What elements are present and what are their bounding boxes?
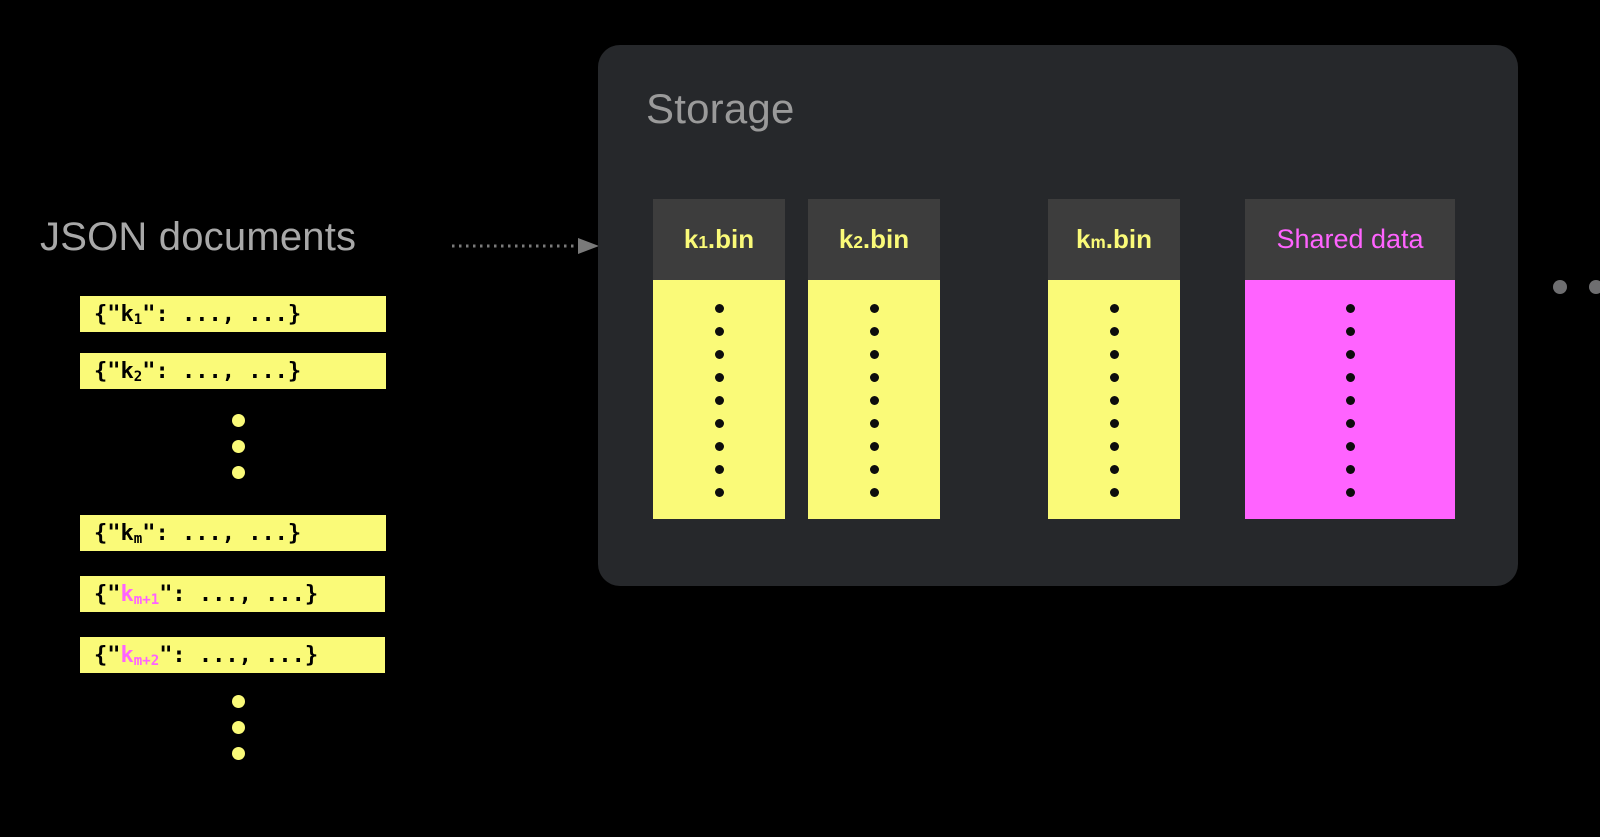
bin-record-dot — [1345, 396, 1355, 405]
bin-record-dot — [1345, 442, 1355, 451]
bin-body — [808, 280, 940, 519]
bin-body — [1245, 280, 1455, 519]
ellipsis-dot — [232, 695, 245, 708]
ellipsis-dot — [232, 466, 245, 479]
bins-ellipsis — [1553, 280, 1600, 294]
json-documents-title: JSON documents — [40, 215, 357, 259]
doc-key-subscript: m+1 — [133, 591, 160, 608]
bin-record-dot — [1345, 373, 1355, 382]
doc-key: k2 — [120, 358, 143, 385]
bin-record-dot — [1109, 488, 1119, 497]
bin-record-dot — [714, 373, 724, 382]
dotted-flow-arrow — [452, 238, 599, 254]
bin-label-subscript: 1 — [698, 232, 708, 253]
bin-record-dot — [714, 396, 724, 405]
bin-record-dot — [714, 419, 724, 428]
bin-record-dot — [714, 327, 724, 336]
ellipsis-dot — [232, 414, 245, 427]
bin-record-dot — [1109, 465, 1119, 474]
doc-key-subscript: m+2 — [133, 652, 160, 669]
bin-record-dot — [869, 373, 879, 382]
bin-record-dot — [1345, 465, 1355, 474]
bin-label-subscript: m — [1090, 232, 1106, 253]
doc-open-brace: {" — [94, 301, 121, 327]
ellipsis-dot — [232, 440, 245, 453]
ellipsis-dot — [232, 747, 245, 760]
bin-record-dot — [714, 465, 724, 474]
bin-record-dot — [1345, 350, 1355, 359]
doc-key-subscript: m — [133, 530, 143, 547]
doc-open-brace: {" — [94, 581, 121, 607]
bin-body — [1048, 280, 1180, 519]
doc-key-subscript: 2 — [133, 368, 143, 385]
doc-key: km+1 — [120, 581, 160, 608]
doc-key-subscript: 1 — [133, 311, 143, 328]
bin-record-dot — [869, 442, 879, 451]
bin-record-dot — [714, 304, 724, 313]
json-documents-section: JSON documents {"k1": ..., ...}{"k2": ..… — [0, 0, 600, 837]
bin-record-dot — [1109, 350, 1119, 359]
json-documents-vertical-ellipsis — [232, 695, 245, 760]
bins-ellipsis-dot — [1589, 280, 1600, 294]
doc-value-ellipsis: ": ..., ...} — [142, 358, 302, 384]
doc-value-ellipsis: ": ..., ...} — [142, 520, 302, 546]
json-documents-vertical-ellipsis — [232, 414, 245, 479]
bin-record-dot — [714, 442, 724, 451]
ellipsis-dot — [232, 721, 245, 734]
bin-record-dot — [869, 419, 879, 428]
doc-value-ellipsis: ": ..., ...} — [159, 581, 319, 607]
bin-record-dot — [714, 350, 724, 359]
bin-record-dot — [1109, 396, 1119, 405]
bin-record-dot — [1109, 419, 1119, 428]
bin-record-dot — [1345, 419, 1355, 428]
bin-record-dot — [1345, 327, 1355, 336]
json-document-row: {"km+2": ..., ...} — [80, 637, 385, 673]
bin-record-dot — [1345, 304, 1355, 313]
bin-record-dot — [1109, 327, 1119, 336]
storage-title: Storage — [646, 85, 795, 132]
bin-record-dot — [714, 488, 724, 497]
json-document-row: {"k1": ..., ...} — [80, 296, 386, 332]
doc-open-brace: {" — [94, 358, 121, 384]
bins-ellipsis-dot — [1553, 280, 1567, 294]
doc-open-brace: {" — [94, 642, 121, 668]
bin-body — [653, 280, 785, 519]
bin-record-dot — [869, 396, 879, 405]
bin-label-subscript: 2 — [853, 232, 863, 253]
arrow-head — [578, 238, 599, 254]
bin-record-dot — [869, 327, 879, 336]
bin-header-label: Shared data — [1245, 199, 1455, 280]
doc-key: km+2 — [120, 642, 160, 669]
bin-record-dot — [869, 465, 879, 474]
bin-record-dot — [1109, 304, 1119, 313]
doc-key: km — [120, 520, 143, 547]
bin-record-dot — [869, 488, 879, 497]
doc-open-brace: {" — [94, 520, 121, 546]
json-document-row: {"k2": ..., ...} — [80, 353, 386, 389]
doc-value-ellipsis: ": ..., ...} — [159, 642, 319, 668]
doc-value-ellipsis: ": ..., ...} — [142, 301, 302, 327]
bin-record-dot — [869, 304, 879, 313]
bin-record-dot — [1109, 373, 1119, 382]
bin-record-dot — [869, 350, 879, 359]
bin-record-dot — [1345, 488, 1355, 497]
bin-record-dot — [1109, 442, 1119, 451]
json-document-row: {"km": ..., ...} — [80, 515, 386, 551]
doc-key: k1 — [120, 301, 143, 328]
json-document-row: {"km+1": ..., ...} — [80, 576, 385, 612]
shared-data-bin: Shared data — [1245, 199, 1455, 519]
